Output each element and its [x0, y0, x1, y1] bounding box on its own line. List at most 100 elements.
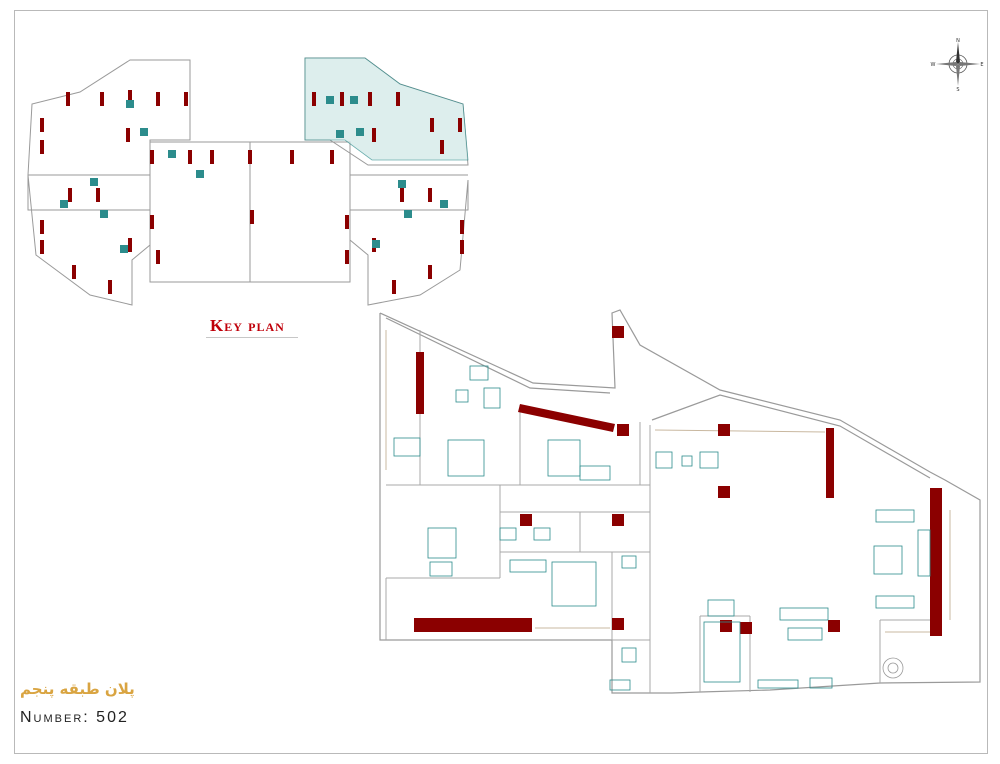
key-plan-column	[108, 280, 112, 294]
key-plan-column	[40, 240, 44, 254]
unit-furniture-piece	[699, 451, 719, 469]
unit-furniture-piece	[809, 677, 833, 689]
key-plan-fixture	[168, 150, 176, 158]
unit-furniture-piece	[393, 437, 421, 457]
unit-furniture-piece	[875, 595, 915, 609]
key-plan-column	[460, 220, 464, 234]
unit-column	[612, 514, 624, 526]
unit-column	[612, 618, 624, 630]
unit-column	[718, 424, 730, 436]
key-plan-fixture	[90, 178, 98, 186]
key-plan-fixtures	[60, 96, 448, 253]
key-plan-core-outline	[28, 141, 468, 283]
unit-furniture-piece	[757, 679, 799, 689]
key-plan-column	[210, 150, 214, 164]
unit-furniture-piece	[873, 545, 903, 575]
unit-furniture-piece	[621, 555, 637, 569]
unit-furniture-piece	[707, 599, 735, 617]
unit-structural-wall-segment	[518, 404, 615, 432]
key-plan-underline	[206, 337, 298, 338]
key-plan-fixture	[326, 96, 334, 104]
unit-furniture-piece	[427, 527, 457, 559]
key-plan-column	[40, 220, 44, 234]
unit-furniture-piece	[469, 365, 489, 381]
key-plan-column	[312, 92, 316, 106]
north-compass-icon: N E S W	[931, 38, 984, 92]
unit-structural-walls	[414, 352, 942, 636]
floor-title-persian: پلان طبقه پنجم	[20, 680, 135, 698]
key-plan-fixture	[356, 128, 364, 136]
key-plan-column	[460, 240, 464, 254]
unit-column	[520, 514, 532, 526]
key-plan-fixture	[404, 210, 412, 218]
key-plan-column	[428, 265, 432, 279]
key-plan-column	[345, 250, 349, 264]
key-plan-column	[392, 280, 396, 294]
key-plan-highlighted-unit	[304, 57, 469, 161]
key-plan-column	[250, 210, 254, 224]
key-plan-column	[40, 118, 44, 132]
key-plan-column	[66, 92, 70, 106]
compass-east-letter: E	[980, 62, 983, 68]
compass-south-letter: S	[956, 87, 959, 92]
key-plan-column	[330, 150, 334, 164]
key-plan-fixture	[126, 100, 134, 108]
unit-column	[828, 620, 840, 632]
key-plan-column	[458, 118, 462, 132]
unit-column	[520, 618, 532, 630]
unit-furniture-piece	[875, 509, 915, 523]
unit-furniture-piece	[551, 561, 597, 607]
unit-number-label: Number: 502	[20, 709, 129, 726]
unit-stair-circle	[882, 657, 904, 679]
key-plan-columns	[40, 90, 464, 294]
compass-west-letter: W	[931, 62, 936, 68]
compass-north-letter: N	[956, 38, 960, 44]
key-plan-label: Key plan	[210, 316, 285, 335]
key-plan-column	[372, 128, 376, 142]
unit-furniture-piece	[547, 439, 581, 477]
unit-furniture-piece	[609, 679, 631, 691]
key-plan-column	[430, 118, 434, 132]
unit-column	[718, 486, 730, 498]
unit-column	[740, 622, 752, 634]
key-plan-column	[156, 92, 160, 106]
key-plan-column	[126, 128, 130, 142]
key-plan-fixture	[398, 180, 406, 188]
key-plan-column	[68, 188, 72, 202]
unit-furniture-piece	[509, 559, 547, 573]
key-plan-fixture	[196, 170, 204, 178]
key-plan-column	[184, 92, 188, 106]
key-plan-column	[440, 140, 444, 154]
key-plan-column	[150, 215, 154, 229]
unit-furniture-piece	[499, 527, 517, 541]
key-plan-column	[400, 188, 404, 202]
unit-furniture-piece	[483, 387, 501, 409]
unit-furniture-piece	[579, 465, 611, 481]
unit-furniture-piece	[533, 527, 551, 541]
unit-structural-wall-segment	[826, 428, 834, 498]
key-plan-column	[128, 90, 132, 104]
key-plan-column	[428, 188, 432, 202]
unit-furniture-piece	[655, 451, 673, 469]
key-plan-fixture	[440, 200, 448, 208]
unit-column	[617, 424, 629, 436]
key-plan-column	[128, 238, 132, 252]
unit-furniture-piece	[779, 607, 829, 621]
key-plan-fixture	[140, 128, 148, 136]
key-plan-column	[248, 150, 252, 164]
unit-furniture-piece	[681, 455, 693, 467]
unit-column	[720, 620, 732, 632]
key-plan-column	[396, 92, 400, 106]
key-plan-fixture	[60, 200, 68, 208]
unit-furniture-piece	[455, 389, 469, 403]
key-plan-fixture	[372, 240, 380, 248]
key-plan-column	[345, 215, 349, 229]
unit-column	[612, 326, 624, 338]
unit-columns	[520, 326, 840, 634]
unit-furniture-piece	[621, 647, 637, 663]
key-plan-column	[100, 92, 104, 106]
key-plan-column	[340, 92, 344, 106]
